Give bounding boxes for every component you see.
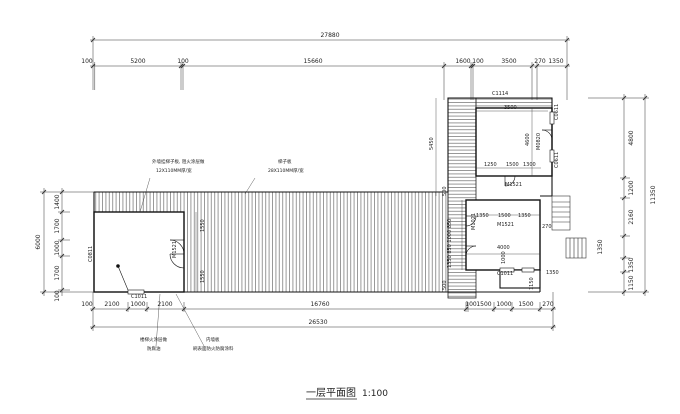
annot-bottom-left-2: 防腐油: [147, 345, 161, 352]
right-dim-1: 4800: [628, 130, 635, 145]
label-c1011b: C1011: [497, 271, 513, 277]
label-m1521c: M1521: [172, 241, 178, 258]
bottom-dim-3: 1000: [130, 301, 145, 308]
annot-bottom-left-1: 楼梯火涂层做: [140, 336, 167, 343]
top-dim-7: 3500: [501, 58, 516, 65]
left-dim-4: 1700: [54, 265, 61, 280]
left-dim-2: 1700: [54, 218, 61, 233]
dim-1350c: 1350: [546, 270, 559, 276]
dim-1250: 1250: [484, 162, 497, 168]
label-m0820: M0820: [536, 133, 542, 150]
label-m1521b: M1521: [497, 222, 514, 228]
bottom-dim-9: 1500: [518, 301, 533, 308]
dim-1350a: 1350: [476, 213, 489, 219]
dim-500a: 500: [442, 186, 448, 196]
label-m1521a: M1521: [505, 182, 522, 188]
right-stair: [551, 195, 571, 231]
dim-500b: 500: [442, 280, 448, 290]
left-dimension-lines: [40, 188, 94, 296]
top-dim-3: 100: [177, 58, 189, 65]
annotations: 外墙挂梯子板, 阻火涂层做 12X110MM厚/宽 梯子板 28X110MM厚/…: [140, 158, 304, 352]
annot-left-top-1: 外墙挂梯子板, 阻火涂层做: [152, 158, 205, 165]
top-dim-2: 5200: [130, 58, 145, 65]
top-dim-9: 1350: [548, 58, 563, 65]
dim-upper-3500: 3500: [504, 105, 517, 111]
dim-5450: 5450: [429, 137, 435, 150]
top-dim-8: 270: [534, 58, 546, 65]
label-c1011a: C1011: [131, 294, 147, 300]
bottom-dimension-lines: [90, 292, 556, 331]
interior-dim-lines: [195, 98, 548, 292]
label-c1114: C1114: [492, 91, 508, 97]
right-dim-2: 1200: [628, 180, 635, 195]
label-m1021: M1021: [471, 213, 477, 230]
left-room: [93, 211, 185, 293]
top-dim-6: 100: [472, 58, 484, 65]
lower-room: [465, 199, 541, 271]
left-dim-3: 1000: [54, 240, 61, 255]
interior-dims: 5450 3500 4600 1250 1500 1300 500 1350 1…: [200, 105, 559, 290]
dim-270: 270: [542, 224, 552, 230]
annot-mid-top-2: 28X110MM厚/宽: [268, 167, 304, 174]
left-overall-dim: 6000: [35, 234, 42, 249]
bottom-overall-dim: 26530: [308, 319, 327, 326]
opening-labels: C1114 C0611 M0820 C0611 M1521 M1521 M152…: [88, 91, 560, 300]
annot-mid-top-1: 梯子板: [278, 158, 292, 165]
dim-stack-left: 1350 850 1000 850: [447, 219, 453, 268]
dim-1550a: 1550: [200, 219, 206, 232]
annotation-leaders: [139, 177, 256, 347]
dim-1550b: 1550: [200, 270, 206, 283]
bottom-dim-10: 270: [542, 301, 554, 308]
right-dim-5: 1350: [628, 257, 635, 272]
dim-1150: 1150: [529, 277, 535, 290]
right-dim-row: 4800 1200 2160 1350 1350 1150: [597, 130, 635, 290]
bottom-dim-8: 1000: [496, 301, 511, 308]
dim-1300: 1300: [523, 162, 536, 168]
stair-landing: [565, 237, 587, 259]
right-dim-6: 1150: [628, 275, 635, 290]
top-dim-5: 1600: [455, 58, 470, 65]
bottom-dim-5: 16760: [310, 301, 329, 308]
openings: [116, 111, 555, 295]
right-dim-4: 1350: [597, 239, 604, 254]
label-c0811: C0811: [88, 246, 94, 262]
drawing-scale: 1:100: [362, 389, 388, 399]
drawing-title: 一层平面图: [306, 387, 356, 399]
label-c0611a: C0611: [554, 104, 560, 120]
top-overall-dim: 27880: [320, 32, 339, 39]
outer-walls: [93, 97, 553, 293]
left-dim-1: 1400: [54, 194, 61, 209]
upper-room: [475, 107, 553, 177]
bottom-dim-1: 100: [81, 301, 93, 308]
dim-4600: 4600: [525, 133, 531, 146]
label-c0611b: C0611: [554, 152, 560, 168]
bottom-dim-4: 2100: [157, 301, 172, 308]
dim-lower-4000: 4000: [497, 245, 510, 251]
top-dim-row: 100 5200 100 15660 1600 100 3500 270 135…: [81, 58, 564, 65]
dim-1500b: 1500: [498, 213, 511, 219]
right-dim-3: 2160: [628, 209, 635, 224]
dim-1500a: 1500: [506, 162, 519, 168]
top-dimension-lines: [90, 36, 570, 100]
annot-left-top-2: 12X110MM厚/宽: [156, 167, 192, 174]
top-dim-4: 15660: [303, 58, 322, 65]
dim-1000v: 1000: [501, 251, 507, 264]
left-dim-5: 100: [54, 290, 61, 302]
bottom-dim-row: 100 2100 1000 2100 16760 100 1500 1000 1…: [81, 301, 554, 308]
bottom-dim-6: 100: [465, 301, 477, 308]
annot-bottom-right-2: 刷表面防火防腐涂料: [193, 345, 234, 352]
top-dim-1: 100: [81, 58, 93, 65]
annot-bottom-right-1: 内墙板: [206, 336, 220, 343]
right-dimension-lines: [588, 94, 649, 296]
bottom-dim-7: 1500: [476, 301, 491, 308]
bottom-dim-2: 2100: [104, 301, 119, 308]
dim-1350b: 1350: [518, 213, 531, 219]
right-overall-dim: 11350: [650, 185, 657, 204]
left-dim-row: 1400 1700 1000 1700 100: [54, 194, 61, 302]
